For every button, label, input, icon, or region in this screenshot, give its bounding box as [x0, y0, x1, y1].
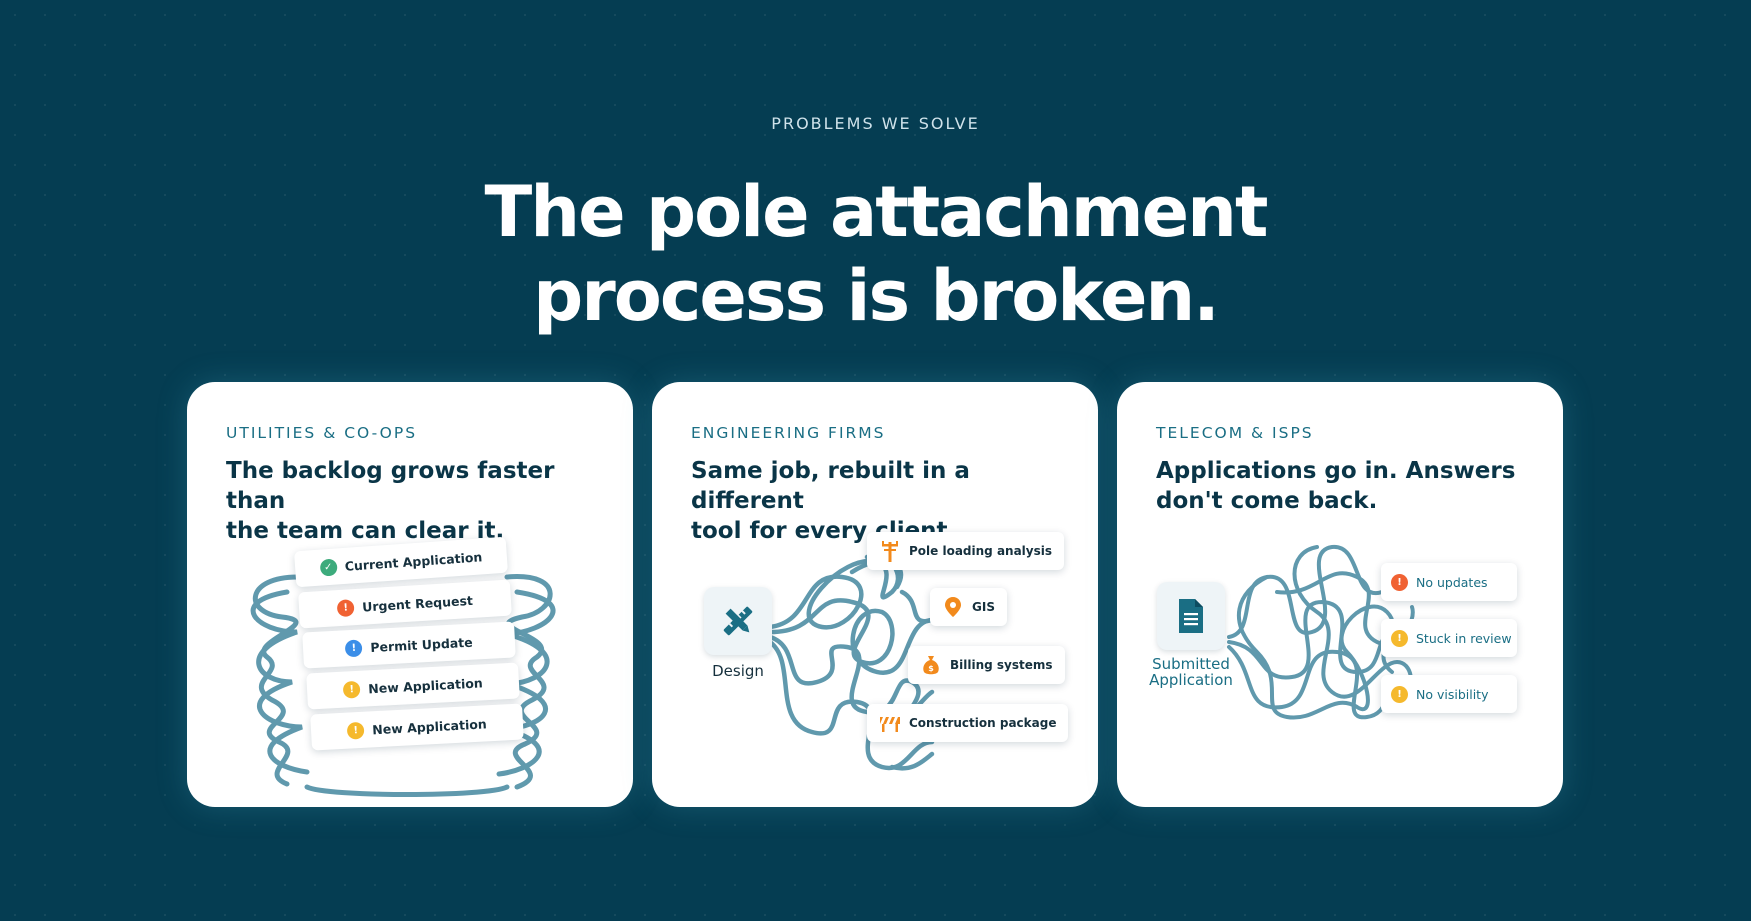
alert-blue-icon: ! — [344, 638, 363, 657]
tool-chip: GIS — [930, 588, 1007, 626]
tool-chip-label: Billing systems — [950, 658, 1053, 672]
card-title: Applications go in. Answers don't come b… — [1156, 456, 1536, 516]
tool-chip-label: Construction package — [909, 716, 1057, 730]
applications-illustration: Submitted Application ! No updates ! Stu… — [1117, 532, 1563, 807]
card-eyebrow: ENGINEERING FIRMS — [691, 424, 886, 442]
map-pin-icon — [942, 596, 964, 618]
card-utilities: UTILITIES & CO-OPS The backlog grows fas… — [187, 382, 633, 807]
card-title-line-1: Applications go in. Answers — [1156, 458, 1516, 484]
utility-pole-icon — [879, 540, 901, 562]
backlog-item-label: Permit Update — [369, 634, 473, 655]
svg-text:$: $ — [928, 664, 934, 673]
submitted-application-tile — [1157, 582, 1225, 650]
headline-line-1: The pole attachment — [484, 171, 1269, 253]
card-eyebrow: UTILITIES & CO-OPS — [226, 424, 418, 442]
tools-illustration: Design Pole loading analysis GIS $ Billi… — [652, 532, 1098, 807]
alert-yellow-icon: ! — [1391, 629, 1408, 647]
tool-chip: Pole loading analysis — [867, 532, 1065, 570]
pencil-ruler-icon — [723, 606, 753, 636]
card-title-line-2: don't come back. — [1156, 488, 1378, 514]
status-chip: ! No visibility — [1381, 675, 1517, 713]
document-icon — [1179, 599, 1203, 633]
card-title-line-1: The backlog grows faster than — [226, 458, 555, 514]
alert-red-icon: ! — [1391, 573, 1408, 591]
status-chip-label: Stuck in review — [1416, 630, 1512, 646]
card-title-line-1: Same job, rebuilt in a different — [691, 458, 970, 514]
section-eyebrow: PROBLEMS WE SOLVE — [771, 114, 980, 133]
alert-yellow-icon: ! — [342, 680, 361, 699]
design-tile — [704, 587, 772, 655]
headline-line-2: process is broken. — [533, 255, 1220, 337]
status-chip: ! No updates — [1381, 563, 1517, 601]
tool-chip-label: GIS — [972, 600, 995, 614]
backlog-item-label: Urgent Request — [361, 592, 474, 615]
submitted-label-line-2: Application — [1149, 671, 1233, 689]
status-chip: ! Stuck in review — [1381, 619, 1517, 657]
status-chip-label: No updates — [1416, 574, 1488, 590]
card-engineering: ENGINEERING FIRMS Same job, rebuilt in a… — [652, 382, 1098, 807]
tool-chip: Construction package — [867, 704, 1069, 742]
alert-yellow-icon: ! — [346, 721, 365, 740]
tool-chip: $ Billing systems — [908, 646, 1065, 684]
check-circle-icon: ✓ — [319, 558, 338, 577]
submitted-application-label: Submitted Application — [1131, 656, 1251, 688]
backlog-illustration: ✓ Current Application ! Urgent Request !… — [187, 532, 633, 807]
card-eyebrow: TELECOM & ISPS — [1156, 424, 1314, 442]
construction-barrier-icon — [879, 712, 901, 734]
status-chip-label: No visibility — [1416, 686, 1489, 702]
design-label: Design — [712, 662, 764, 680]
tool-chip-label: Pole loading analysis — [909, 544, 1053, 558]
card-telecom: TELECOM & ISPS Applications go in. Answe… — [1117, 382, 1563, 807]
backlog-item-label: Current Application — [344, 548, 483, 574]
money-bag-icon: $ — [920, 654, 942, 676]
backlog-item-label: New Application — [371, 715, 488, 737]
page-headline: The pole attachment process is broken. — [0, 170, 1751, 338]
backlog-item-label: New Application — [367, 674, 484, 696]
submitted-label-line-1: Submitted — [1152, 655, 1230, 673]
alert-red-icon: ! — [336, 598, 355, 617]
alert-yellow-icon: ! — [1391, 685, 1408, 703]
